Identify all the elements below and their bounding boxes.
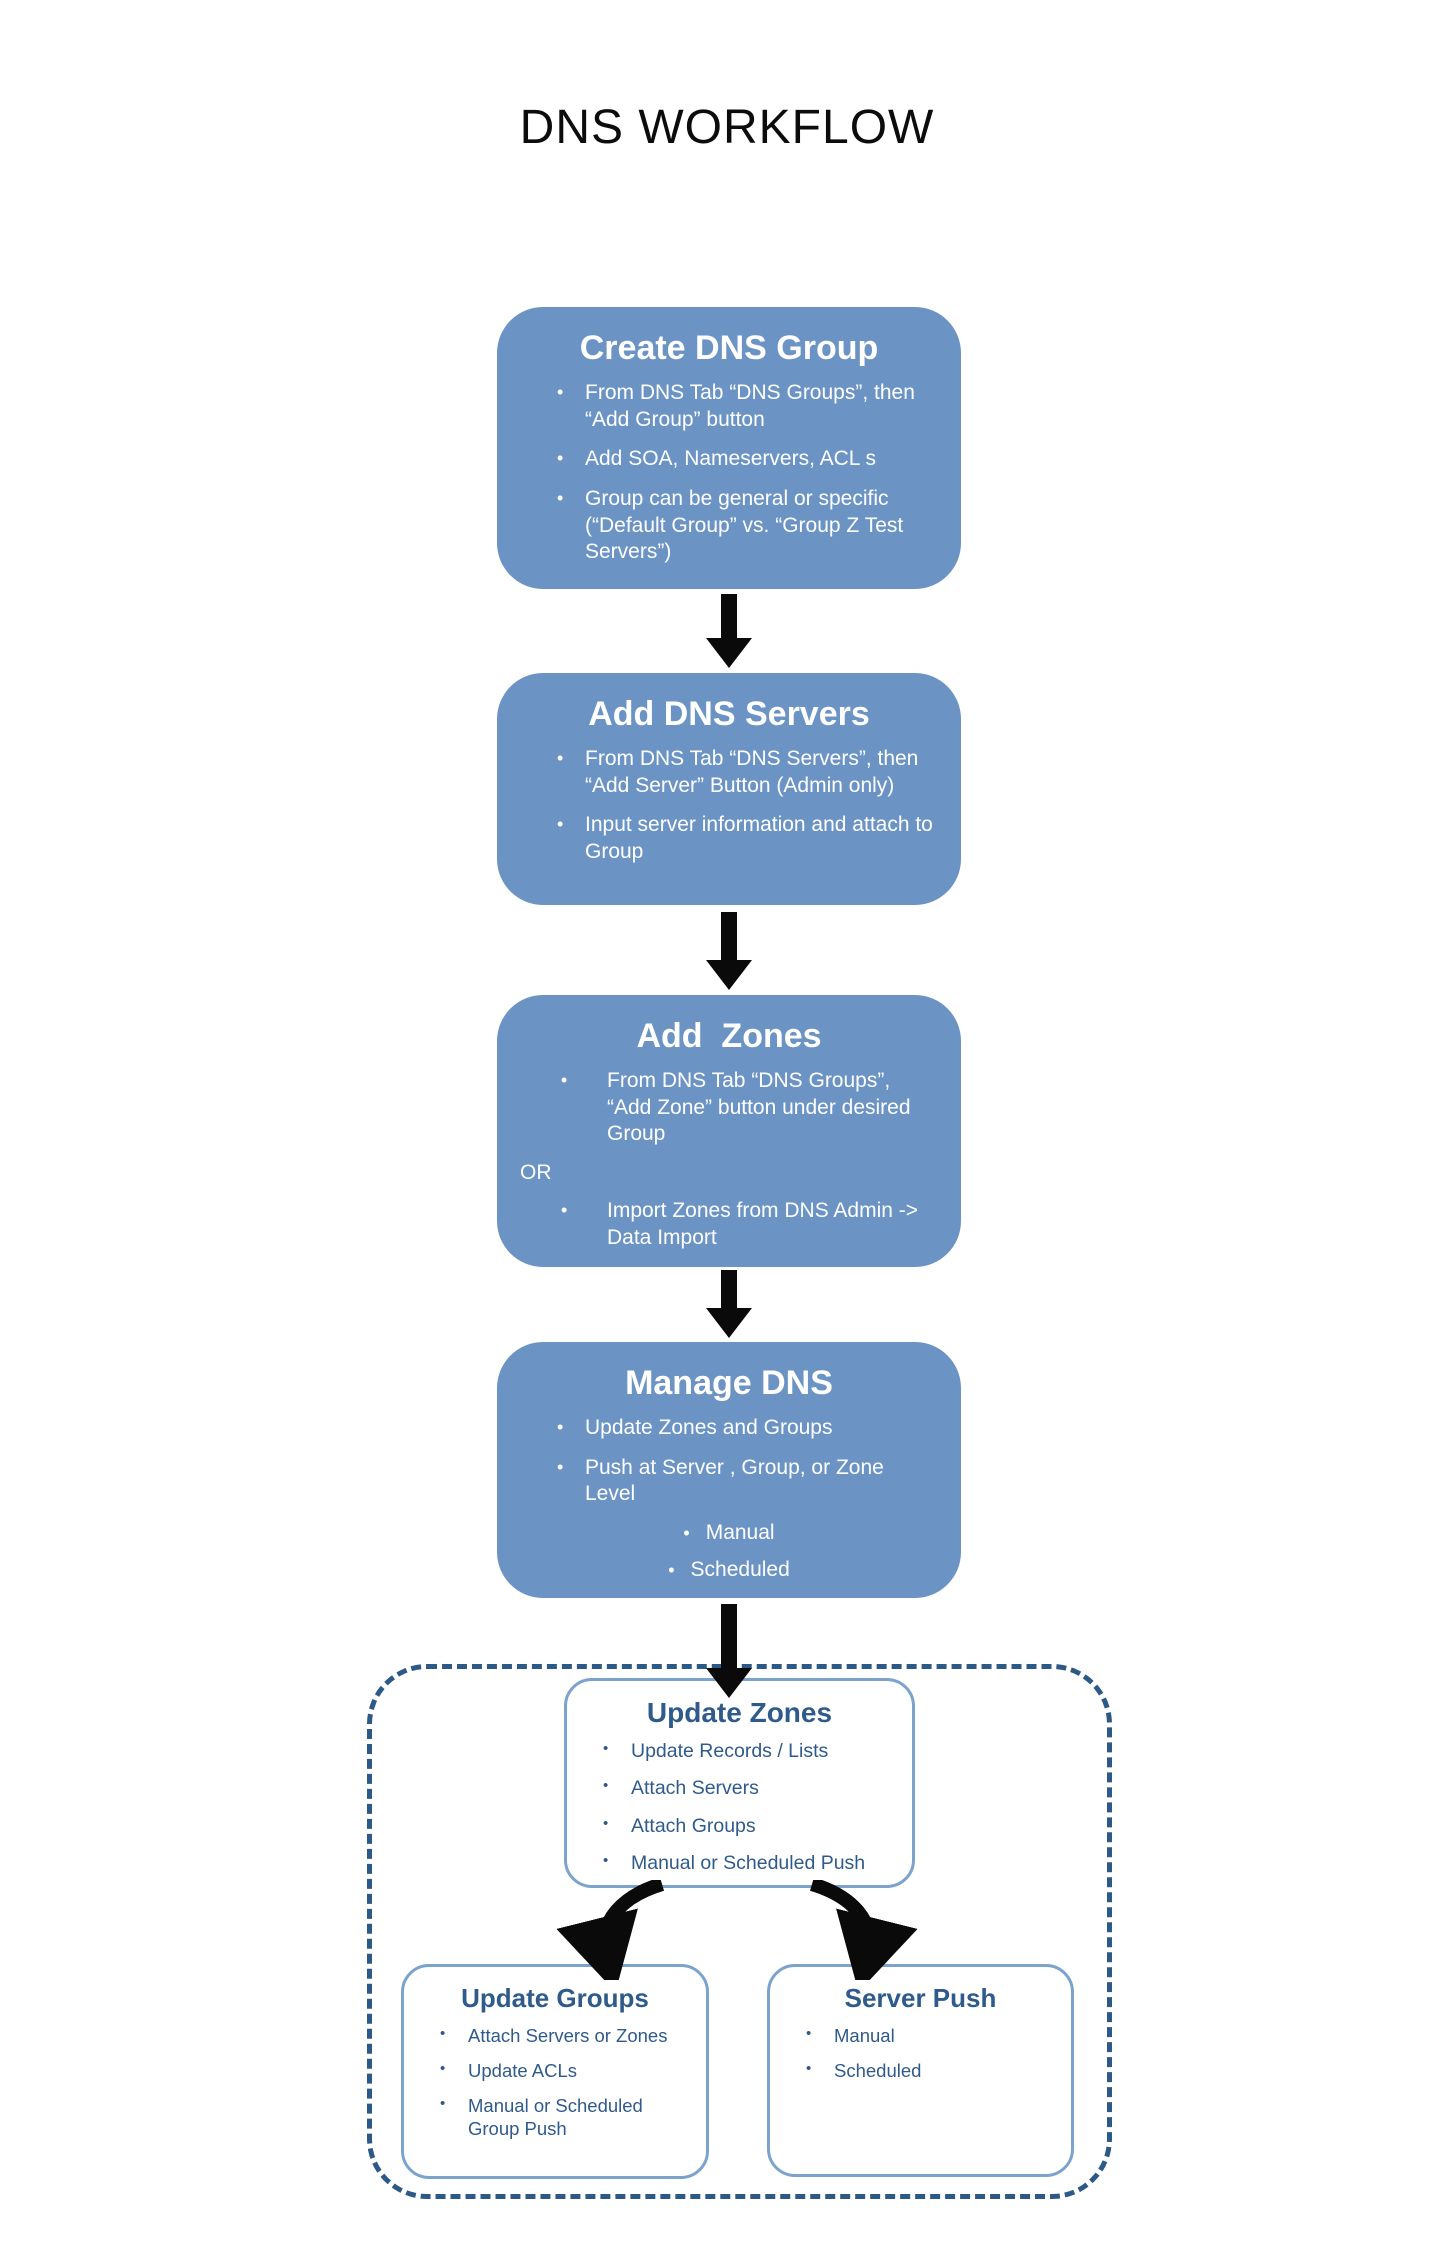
arrow-head bbox=[706, 960, 752, 990]
bullet-item: From DNS Tab “DNS Groups”, “Add Zone” bu… bbox=[547, 1068, 933, 1148]
box-heading: Add DNS Servers bbox=[588, 695, 870, 733]
arrow-head bbox=[706, 1308, 752, 1338]
bullet-list: Import Zones from DNS Admin -> Data Impo… bbox=[497, 1198, 961, 1251]
bullet-item: Input server information and attach to G… bbox=[547, 812, 933, 865]
detail-box-server-push: Server Push Manual Scheduled bbox=[767, 1964, 1074, 2177]
flow-box-add-zones: Add Zones From DNS Tab “DNS Groups”, “Ad… bbox=[497, 995, 961, 1267]
split-arrows bbox=[556, 1880, 918, 1980]
bullet-item: Manual bbox=[784, 2024, 1057, 2047]
bullet-dot-icon: • bbox=[668, 1559, 675, 1580]
arrow-head bbox=[706, 1668, 752, 1698]
flow-box-add-dns-servers: Add DNS Servers From DNS Tab “DNS Server… bbox=[497, 673, 961, 905]
bullet-item: Attach Servers bbox=[581, 1776, 898, 1800]
bullet-item: Scheduled bbox=[784, 2059, 1057, 2082]
bullet-item: Import Zones from DNS Admin -> Data Impo… bbox=[547, 1198, 933, 1251]
bullet-item: Add SOA, Nameservers, ACL s bbox=[547, 446, 933, 473]
bullet-list: Update Zones and Groups Push at Server ,… bbox=[497, 1415, 961, 1508]
bullet-list: From DNS Tab “DNS Groups”, “Add Zone” bu… bbox=[497, 1068, 961, 1148]
arrow-stem bbox=[721, 1270, 737, 1308]
box-heading: Create DNS Group bbox=[579, 329, 879, 367]
box-heading: Manage DNS bbox=[625, 1364, 833, 1402]
flow-arrow-down-icon bbox=[706, 594, 752, 668]
curved-arrow-left-icon bbox=[556, 1880, 665, 1980]
bullet-item: Update ACLs bbox=[418, 2059, 692, 2082]
bullet-list: Manual Scheduled bbox=[770, 2024, 1071, 2082]
sub-bullet-label: Scheduled bbox=[690, 1557, 790, 1581]
bullet-item: Update Records / Lists bbox=[581, 1739, 898, 1763]
bullet-item: Manual or Scheduled Group Push bbox=[418, 2094, 692, 2140]
sub-bullet-label: Manual bbox=[705, 1520, 775, 1544]
arrow-stem bbox=[721, 912, 737, 960]
bullet-item: Update Zones and Groups bbox=[547, 1415, 933, 1442]
bullet-list: Update Records / Lists Attach Servers At… bbox=[567, 1739, 912, 1876]
arrow-stem bbox=[721, 594, 737, 638]
box-heading: Server Push bbox=[844, 1983, 997, 2013]
box-heading: Update Groups bbox=[461, 1983, 649, 2013]
bullet-item: From DNS Tab “DNS Groups”, then “Add Gro… bbox=[547, 380, 933, 433]
sub-bullet-list: •Manual •Scheduled bbox=[497, 1521, 961, 1582]
or-label: OR bbox=[520, 1160, 552, 1184]
bullet-list: From DNS Tab “DNS Groups”, then “Add Gro… bbox=[497, 380, 961, 566]
page-title: DNS WORKFLOW bbox=[519, 101, 935, 154]
dashed-group-outline bbox=[367, 1664, 1112, 2199]
bullet-item: Group can be general or specific (“Defau… bbox=[547, 486, 933, 566]
sub-bullet-item: • Manual bbox=[497, 1521, 961, 1545]
curved-arrow-right-icon bbox=[809, 1880, 918, 1980]
bullet-item: From DNS Tab “DNS Servers”, then “Add Se… bbox=[547, 746, 933, 799]
flow-arrow-down-icon bbox=[706, 1270, 752, 1338]
bullet-list: Attach Servers or Zones Update ACLs Manu… bbox=[404, 2024, 706, 2141]
box-heading: Add Zones bbox=[636, 1017, 822, 1055]
flow-arrow-down-icon bbox=[706, 912, 752, 990]
bullet-item: Manual or Scheduled Push bbox=[581, 1851, 898, 1875]
arrow-head bbox=[706, 638, 752, 668]
bullet-dot-icon: • bbox=[683, 1522, 690, 1543]
sub-bullet-item: • Scheduled bbox=[497, 1558, 961, 1582]
arrow-stem bbox=[721, 1604, 737, 1668]
bullet-item: Attach Servers or Zones bbox=[418, 2024, 692, 2047]
box-heading: Update Zones bbox=[646, 1697, 833, 1728]
flow-box-manage-dns: Manage DNS Update Zones and Groups Push … bbox=[497, 1342, 961, 1598]
flow-arrow-down-icon bbox=[706, 1604, 752, 1698]
flow-box-create-dns-group: Create DNS Group From DNS Tab “DNS Group… bbox=[497, 307, 961, 589]
bullet-item: Push at Server , Group, or Zone Level bbox=[547, 1455, 933, 1508]
detail-box-update-zones: Update Zones Update Records / Lists Atta… bbox=[564, 1678, 915, 1888]
bullet-item: Attach Groups bbox=[581, 1814, 898, 1838]
detail-box-update-groups: Update Groups Attach Servers or Zones Up… bbox=[401, 1964, 709, 2179]
bullet-list: From DNS Tab “DNS Servers”, then “Add Se… bbox=[497, 746, 961, 866]
